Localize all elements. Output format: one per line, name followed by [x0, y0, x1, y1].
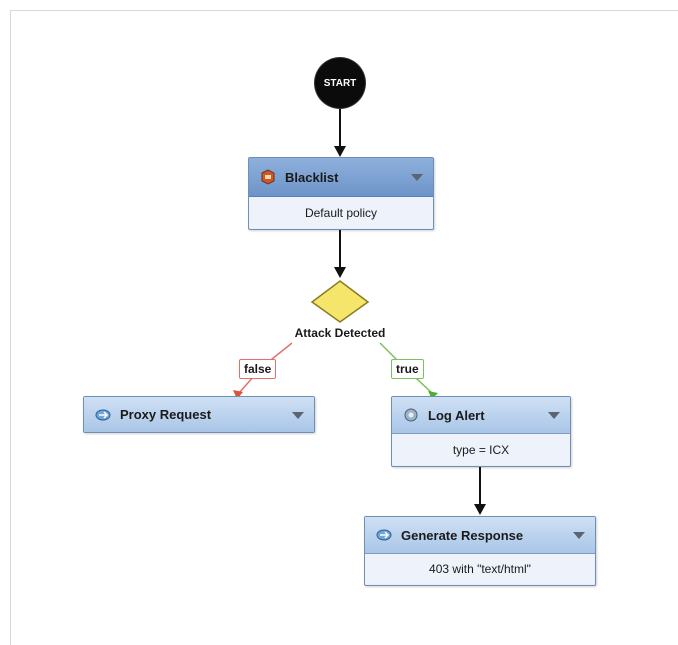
edge-false-label: false — [239, 359, 277, 379]
canvas-border-top — [10, 10, 678, 11]
blacklist-node[interactable]: Blacklist Default policy — [248, 157, 434, 230]
blacklist-header: Blacklist — [249, 158, 433, 197]
arrow-true — [428, 391, 438, 399]
proxy-request-header: Proxy Request — [84, 397, 314, 432]
blacklist-title: Blacklist — [285, 169, 339, 185]
edge-true-label: true — [391, 359, 424, 379]
response-icon — [375, 526, 393, 544]
start-label: START — [323, 77, 357, 89]
chevron-down-icon[interactable] — [292, 411, 304, 419]
firewall-icon — [259, 168, 277, 186]
log-alert-node[interactable]: Log Alert type = ICX — [391, 396, 571, 467]
proxy-icon — [94, 406, 112, 424]
canvas-border-left — [10, 10, 11, 645]
chevron-down-icon[interactable] — [548, 412, 560, 419]
generate-response-node[interactable]: Generate Response 403 with "text/html" — [364, 516, 596, 586]
arrow-false — [233, 390, 243, 399]
log-alert-title: Log Alert — [428, 407, 485, 423]
start-node[interactable]: START — [315, 58, 365, 108]
proxy-request-node[interactable]: Proxy Request — [83, 396, 315, 433]
blacklist-detail: Default policy — [249, 197, 433, 228]
chevron-down-icon[interactable] — [411, 174, 423, 181]
arrow-logalert-generate — [474, 504, 486, 515]
log-icon — [402, 406, 420, 424]
arrow-blacklist-decision — [334, 267, 346, 278]
chevron-down-icon[interactable] — [573, 532, 585, 539]
generate-response-detail: 403 with "text/html" — [365, 554, 595, 584]
log-alert-detail: type = ICX — [392, 434, 570, 465]
decision-label: Attack Detected — [294, 326, 386, 340]
decision-diamond[interactable] — [310, 280, 370, 323]
proxy-request-title: Proxy Request — [120, 407, 212, 422]
log-alert-header: Log Alert — [392, 397, 570, 434]
arrow-start-blacklist — [334, 146, 346, 157]
generate-response-header: Generate Response — [365, 517, 595, 554]
generate-response-title: Generate Response — [401, 527, 524, 543]
